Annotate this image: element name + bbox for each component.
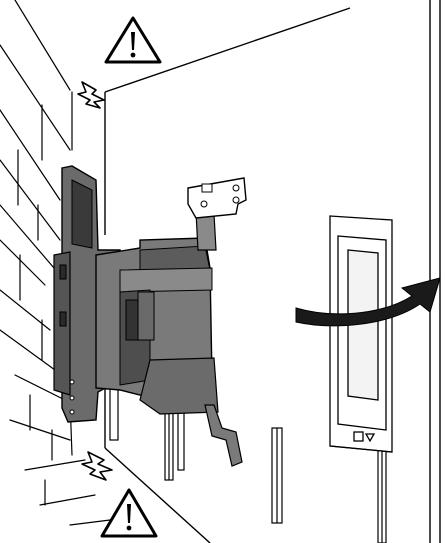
- tilt-bracket: [96, 212, 218, 414]
- warning-top-icon: [106, 18, 160, 62]
- latch-hook: [205, 405, 242, 466]
- impact-spark-top-icon: [78, 82, 104, 108]
- adjustment-plate: [188, 178, 246, 218]
- impact-spark-bottom-icon: [82, 452, 112, 480]
- window-panel: [330, 216, 392, 452]
- warning-bottom-icon: [102, 490, 156, 536]
